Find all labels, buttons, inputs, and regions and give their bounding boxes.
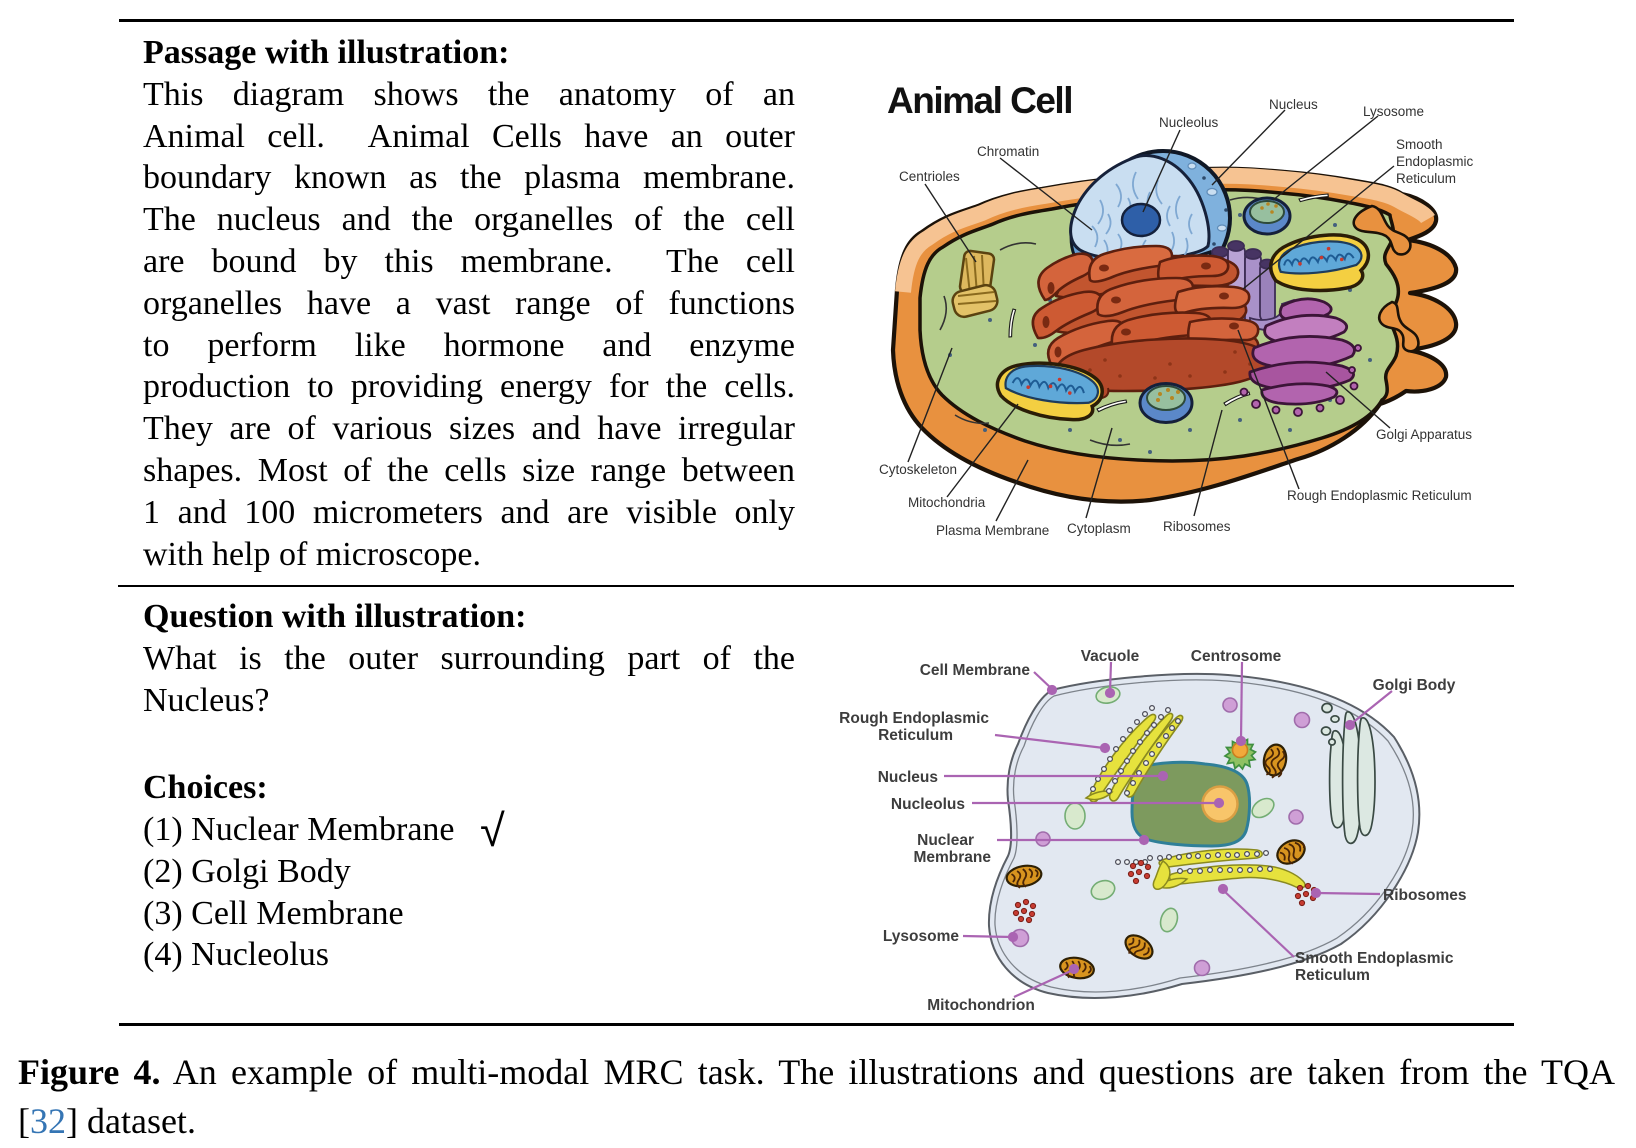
svg-text:Nucleus: Nucleus — [878, 769, 938, 786]
svg-text:Cytoplasm: Cytoplasm — [1067, 521, 1131, 536]
svg-text:Nuclear: Nuclear — [917, 832, 974, 849]
svg-text:Reticulum: Reticulum — [1396, 171, 1456, 186]
svg-text:Golgi Apparatus: Golgi Apparatus — [1376, 427, 1472, 442]
svg-text:Smooth Endoplasmic: Smooth Endoplasmic — [1295, 950, 1454, 967]
svg-text:Mitochondria: Mitochondria — [908, 495, 986, 510]
svg-text:Nucleus: Nucleus — [1269, 97, 1318, 112]
svg-text:Smooth: Smooth — [1396, 137, 1443, 152]
svg-text:Animal Cell: Animal Cell — [887, 80, 1072, 121]
svg-text:Centrioles: Centrioles — [899, 169, 960, 184]
svg-text:Centrosome: Centrosome — [1191, 648, 1282, 665]
svg-text:Ribosomes: Ribosomes — [1383, 887, 1467, 904]
svg-text:Lysosome: Lysosome — [1363, 104, 1424, 119]
svg-text:Chromatin: Chromatin — [977, 144, 1039, 159]
svg-text:Ribosomes: Ribosomes — [1163, 519, 1231, 534]
svg-text:Mitochondrion: Mitochondrion — [927, 997, 1035, 1014]
svg-text:Rough Endoplasmic: Rough Endoplasmic — [839, 710, 989, 727]
svg-text:Lysosome: Lysosome — [883, 928, 959, 945]
svg-text:Membrane: Membrane — [913, 849, 991, 866]
svg-text:Endoplasmic: Endoplasmic — [1396, 154, 1474, 169]
svg-text:Vacuole: Vacuole — [1081, 648, 1140, 665]
svg-text:Rough Endoplasmic Reticulum: Rough Endoplasmic Reticulum — [1287, 488, 1472, 503]
svg-text:Cell Membrane: Cell Membrane — [920, 662, 1031, 679]
svg-text:Reticulum: Reticulum — [1295, 967, 1370, 984]
svg-text:Reticulum: Reticulum — [878, 727, 953, 744]
svg-text:Plasma Membrane: Plasma Membrane — [936, 523, 1049, 538]
svg-text:Nucleolus: Nucleolus — [891, 796, 965, 813]
svg-text:Golgi Body: Golgi Body — [1373, 677, 1456, 694]
svg-text:Nucleolus: Nucleolus — [1159, 115, 1219, 130]
svg-text:Cytoskeleton: Cytoskeleton — [879, 462, 957, 477]
